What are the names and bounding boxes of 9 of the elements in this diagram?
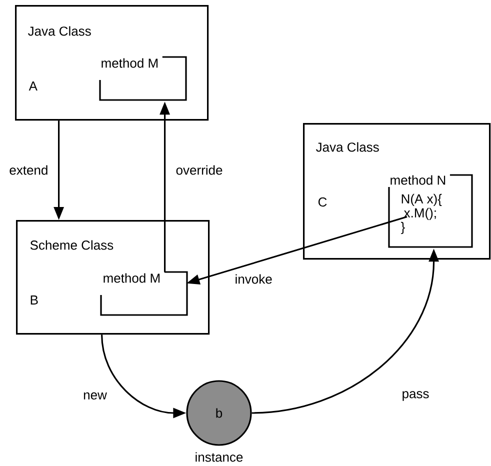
method-bracket: method M — [99, 56, 187, 101]
node-caption: instance — [196, 452, 243, 462]
edge-label: extend — [8, 164, 50, 176]
edge-label: override — [174, 164, 224, 176]
method-bracket: method N N(A x){ x.M(); } — [388, 174, 473, 248]
edge-label: new — [82, 391, 108, 401]
method-bracket: method M — [100, 271, 188, 316]
edge-label: pass — [400, 390, 430, 402]
edge-label: invoke — [234, 273, 274, 285]
